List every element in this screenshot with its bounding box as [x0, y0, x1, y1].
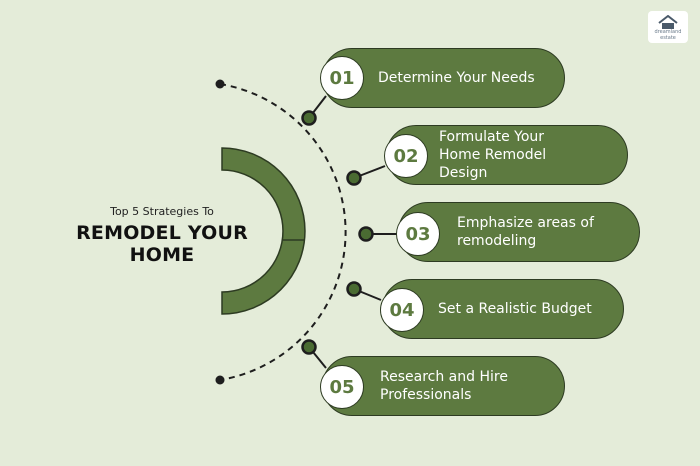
house-icon [658, 15, 678, 29]
step-1-text: Determine Your Needs [378, 70, 535, 86]
logo-text-line1: dreamland [654, 29, 682, 35]
step-5-pill: Research and Hire Professionals [322, 356, 565, 416]
step-5-text: Research and Hire Professionals [380, 369, 508, 403]
step-1-number-badge: 01 [320, 56, 364, 100]
arc-node-1 [301, 110, 317, 126]
heading-subtitle: Top 5 Strategies To [110, 205, 214, 218]
step-4-pill: Set a Realistic Budget [382, 279, 624, 339]
arc-node-4 [346, 281, 362, 297]
step-4-number-badge: 04 [380, 288, 424, 332]
heading-title: REMODEL YOUR HOME [76, 222, 248, 266]
step-4-text: Set a Realistic Budget [438, 301, 592, 317]
logo-text-line2: estate [660, 35, 676, 41]
arc-node-5 [301, 339, 317, 355]
arc-end-dot [215, 375, 225, 385]
brand-logo: dreamland estate [648, 11, 688, 43]
dashed-arc [219, 83, 347, 381]
half-ring [221, 147, 306, 315]
step-3-number-badge: 03 [396, 212, 440, 256]
step-3-text: Emphasize areas of remodeling [457, 215, 594, 249]
step-2-text: Formulate Your Home Remodel Design [439, 129, 547, 181]
step-2-number-badge: 02 [384, 134, 428, 178]
arc-node-2 [346, 170, 362, 186]
arc-node-3 [358, 226, 374, 242]
arc-start-dot [215, 79, 225, 89]
step-5-number-badge: 05 [320, 365, 364, 409]
